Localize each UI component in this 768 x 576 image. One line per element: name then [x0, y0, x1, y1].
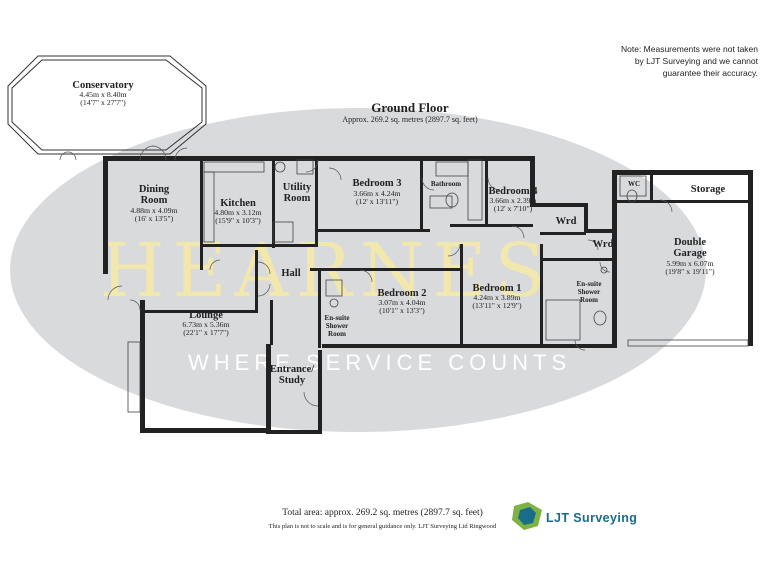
room-imperial-bedroom4: (12' x 7'10"): [494, 204, 533, 213]
room-metric-conservatory: 4.45m x 8.40m: [79, 90, 126, 99]
fixtures: [127, 159, 749, 413]
watermark-tagline: WHERE SERVICE COUNTS: [188, 350, 571, 375]
footer-disclaimer: This plan is not to scale and is for gen…: [268, 523, 497, 530]
door-swings: [59, 145, 673, 407]
room-metric-garage: 5.99m x 6.07m: [666, 259, 713, 268]
room-labels: Conservatory 4.45m x 8.40m (14'7" x 27'7…: [72, 80, 725, 386]
room-name-utility-1: Utility: [283, 182, 312, 193]
ljt-logo: LJT Surveying: [512, 502, 637, 530]
floor-area: Approx. 269.2 sq. metres (2897.7 sq. fee…: [342, 115, 478, 124]
room-name-bathroom: Bathroom: [431, 180, 461, 188]
room-name-conservatory: Conservatory: [72, 80, 134, 91]
room-metric-bedroom2: 3.07m x 4.04m: [378, 298, 425, 307]
logo-text: LJT Surveying: [546, 511, 637, 525]
note-line-3: guarantee their accuracy.: [662, 68, 758, 78]
room-name-wrd-1: Wrd: [556, 216, 577, 227]
room-name-bedroom4: Bedroom 4: [488, 186, 538, 197]
room-name-ensuite-left-2: Shower: [326, 322, 349, 330]
footer-total-area: Total area: approx. 269.2 sq. metres (28…: [282, 508, 483, 518]
room-name-ensuite-right-2: Shower: [578, 288, 601, 296]
room-imperial-bedroom3: (12' x 13'11"): [356, 197, 398, 206]
room-name-ensuite-left-3: Room: [328, 330, 346, 338]
room-metric-bedroom4: 3.66m x 2.39m: [489, 196, 536, 205]
room-name-wc: WC: [628, 180, 640, 188]
room-name-wrd-2: Wrd: [593, 239, 614, 250]
main-walls: [103, 156, 753, 434]
room-name-kitchen: Kitchen: [220, 198, 256, 209]
room-name-dining-1: Dining: [139, 184, 170, 195]
conservatory-outline: [7, 55, 207, 155]
room-imperial-bedroom2: (10'1" x 13'3"): [379, 306, 425, 315]
room-name-utility-2: Room: [284, 193, 311, 204]
room-name-storage: Storage: [691, 184, 726, 195]
room-name-bedroom1: Bedroom 1: [472, 283, 521, 294]
room-name-ensuite-right-1: En-suite: [577, 280, 602, 288]
room-name-garage-2: Garage: [673, 248, 707, 259]
room-imperial-garage: (19'8" x 19'11"): [665, 267, 715, 276]
note-line-2: by LJT Surveying and we cannot: [634, 56, 758, 66]
room-name-entrance-2: Study: [279, 375, 306, 386]
floor-title: Ground Floor: [371, 100, 449, 115]
room-metric-kitchen: 4.80m x 3.12m: [214, 208, 261, 217]
room-name-dining-2: Room: [141, 195, 168, 206]
room-name-bedroom2: Bedroom 2: [377, 288, 426, 299]
room-imperial-conservatory: (14'7" x 27'7"): [80, 98, 126, 107]
room-imperial-kitchen: (15'9" x 10'3"): [215, 216, 261, 225]
note-line-1: Note: Measurements were not taken: [620, 44, 758, 54]
room-name-ensuite-right-3: Room: [580, 296, 598, 304]
room-metric-dining: 4.88m x 4.09m: [130, 206, 177, 215]
room-name-entrance-1: Entrance/: [270, 364, 315, 375]
room-metric-lounge: 6.73m x 5.36m: [182, 320, 229, 329]
measurement-note: Note: Measurements were not taken by LJT…: [560, 43, 758, 79]
room-name-garage-1: Double: [674, 237, 706, 248]
room-name-bedroom3: Bedroom 3: [352, 178, 401, 189]
room-imperial-lounge: (22'1" x 17'7"): [183, 328, 229, 337]
room-metric-bedroom3: 3.66m x 4.24m: [353, 189, 400, 198]
room-imperial-bedroom1: (13'11" x 12'9"): [472, 301, 522, 310]
room-name-lounge: Lounge: [189, 310, 223, 321]
room-name-hall: Hall: [281, 268, 300, 279]
room-metric-bedroom1: 4.24m x 3.89m: [473, 293, 520, 302]
room-name-ensuite-left-1: En-suite: [325, 314, 350, 322]
interior-walls: [140, 158, 752, 348]
room-imperial-dining: (16' x 13'5"): [135, 214, 174, 223]
